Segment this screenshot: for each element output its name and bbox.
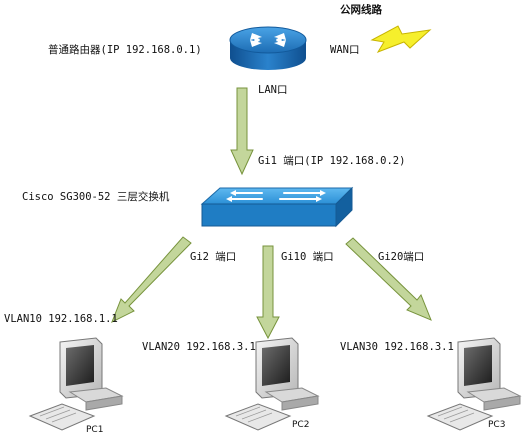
- uplink-arrow: [230, 87, 254, 176]
- vlan10-label: VLAN10 192.168.1.1: [4, 313, 118, 325]
- computer-icon: [28, 337, 124, 431]
- pc2-label: PC2: [292, 420, 310, 430]
- lan-port-label: LAN口: [258, 84, 288, 96]
- computer-icon: [426, 337, 522, 431]
- computer-icon: [224, 337, 320, 431]
- lightning-icon: [370, 25, 432, 53]
- gi10-port-label: Gi10 端口: [281, 251, 334, 263]
- pc1-label: PC1: [86, 425, 104, 435]
- link-arrow-pc2: [256, 245, 280, 340]
- switch-icon: [200, 186, 354, 228]
- gi1-port-label: Gi1 端口(IP 192.168.0.2): [258, 155, 406, 167]
- switch-label: Cisco SG300-52 三层交换机: [22, 191, 170, 203]
- link-arrow-pc1: [111, 236, 192, 324]
- vlan20-label: VLAN20 192.168.3.1: [142, 341, 256, 353]
- gi20-port-label: Gi20端口: [378, 251, 425, 263]
- link-arrow-pc3: [345, 237, 432, 321]
- public-line-label: 公网线路: [340, 4, 382, 16]
- router-icon: [229, 26, 307, 70]
- vlan30-label: VLAN30 192.168.3.1: [340, 341, 454, 353]
- gi2-port-label: Gi2 端口: [190, 251, 237, 263]
- wan-port-label: WAN口: [330, 44, 360, 56]
- router-label: 普通路由器(IP 192.168.0.1): [48, 44, 202, 56]
- pc3-label: PC3: [488, 420, 506, 430]
